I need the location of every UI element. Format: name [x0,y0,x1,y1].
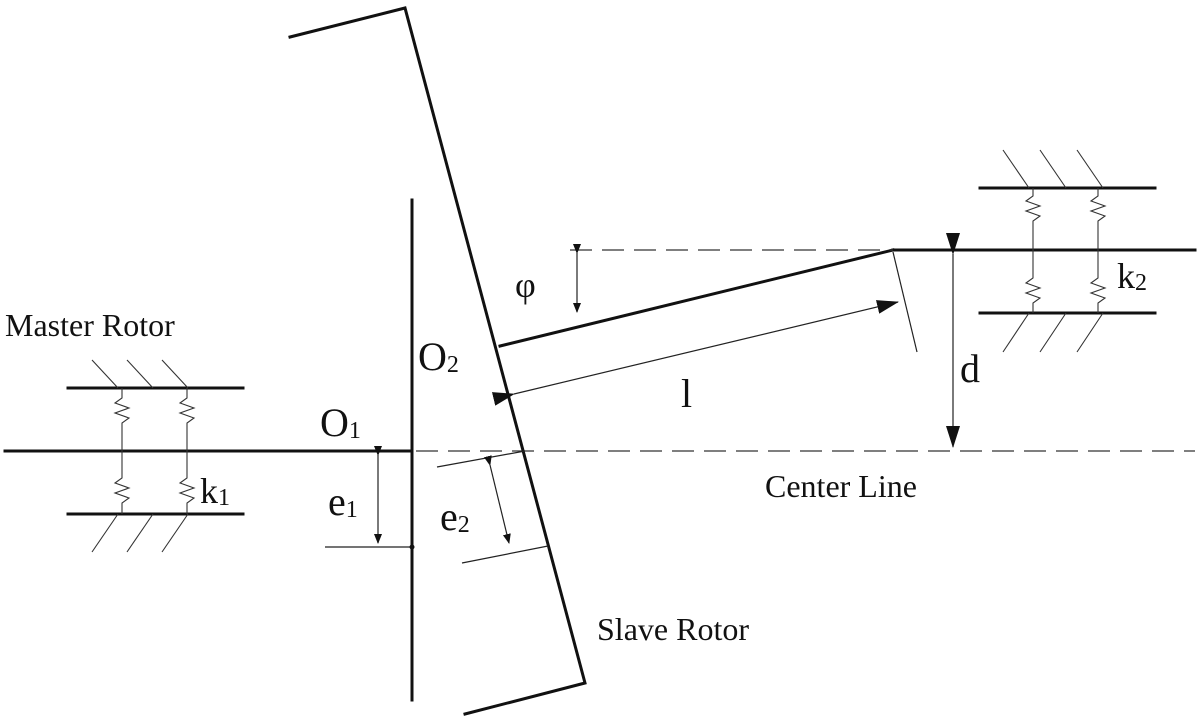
e2-extension-line-bottom [461,545,549,564]
master-bearing-top-hatch [91,359,189,389]
spring-k2-lower-left [1024,250,1042,313]
spring-k1-lower-left [113,451,131,514]
spring-k1-upper-right [178,388,196,451]
d-label: d [960,346,980,391]
slave-shaft-end [892,251,918,353]
master-bearing-bottom-hatch [91,513,189,553]
e2-label: e2 [440,494,470,539]
master-rotor-label: Master Rotor [5,307,175,343]
e2-arrow [483,455,511,544]
spring-k2-upper-right [1089,188,1107,250]
slave-bearing-top-hatch [1002,149,1104,189]
k1-label: k1 [200,471,230,511]
slave-shaft-upper [498,248,895,348]
k2-label: k2 [1117,256,1147,296]
spring-k1-upper-left [113,388,131,451]
o2-label: O2 [418,334,459,379]
l-label: l [681,371,692,416]
l-dimension-arrow [491,300,899,406]
slave-rotor-label: Slave Rotor [597,611,749,647]
o1-label: O1 [320,400,361,445]
spring-k2-lower-right [1089,250,1107,313]
e2-extension-line-top [436,450,526,468]
center-line-label: Center Line [765,468,917,504]
master-bearing [66,359,245,553]
spring-k2-upper-left [1024,188,1042,250]
spring-k1-lower-right [178,451,196,514]
e1-point [409,544,415,550]
slave-bearing-bottom-hatch [1002,312,1104,353]
phi-label: φ [515,265,536,305]
e1-label: e1 [328,479,358,524]
slave-bearing [978,149,1157,353]
